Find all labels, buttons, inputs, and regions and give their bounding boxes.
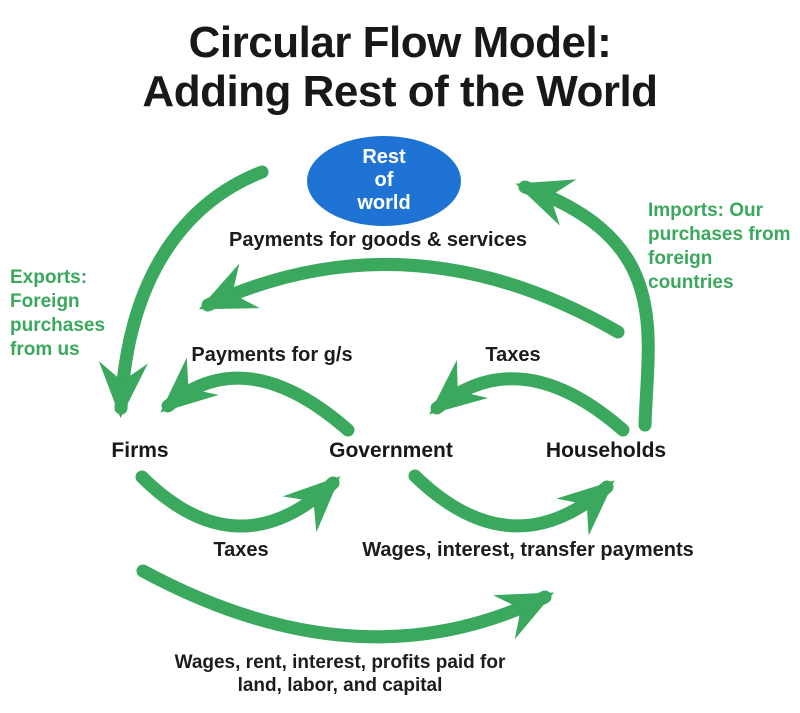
label-wages-rent-bottom: Wages, rent, interest, profits paid for … bbox=[174, 652, 506, 696]
label-payments-gs: Payments for g/s bbox=[191, 344, 353, 366]
arrow-payments-gs bbox=[160, 357, 355, 437]
node-households: Households bbox=[545, 439, 667, 462]
page-title: Circular Flow Model: Adding Rest of the … bbox=[0, 18, 800, 116]
node-government: Government bbox=[329, 439, 453, 462]
rest-of-world-line2: of bbox=[374, 169, 394, 191]
arrow-wages-transfer bbox=[408, 469, 615, 536]
arrow-wages-rent-bottom bbox=[136, 564, 555, 644]
page-title-line1: Circular Flow Model: bbox=[188, 18, 612, 67]
label-payments-goods-services: Payments for goods & services bbox=[229, 229, 527, 251]
label-taxes-upper: Taxes bbox=[485, 344, 541, 366]
label-taxes-lower: Taxes bbox=[213, 539, 269, 561]
node-firms: Firms bbox=[111, 439, 169, 462]
label-wages-interest-transfer: Wages, interest, transfer payments bbox=[362, 539, 694, 561]
annotation-exports: Exports: Foreign purchases from us bbox=[10, 267, 106, 360]
arrow-taxes-households-to-government bbox=[429, 359, 630, 437]
rest-of-world-line3: world bbox=[357, 192, 411, 214]
page-title-line2: Adding Rest of the World bbox=[142, 67, 658, 116]
arrow-imports bbox=[515, 179, 655, 432]
arrow-payments-goods-services bbox=[198, 257, 625, 339]
rest-of-world-line1: Rest bbox=[362, 146, 406, 168]
arrow-taxes-firms-to-government bbox=[135, 470, 341, 533]
arrow-exports bbox=[98, 165, 269, 419]
rest-of-world-label: Rest of world bbox=[307, 146, 461, 215]
annotation-imports: Imports: Our purchases from foreign coun… bbox=[648, 200, 791, 293]
rest-of-world-ellipse bbox=[307, 136, 461, 226]
